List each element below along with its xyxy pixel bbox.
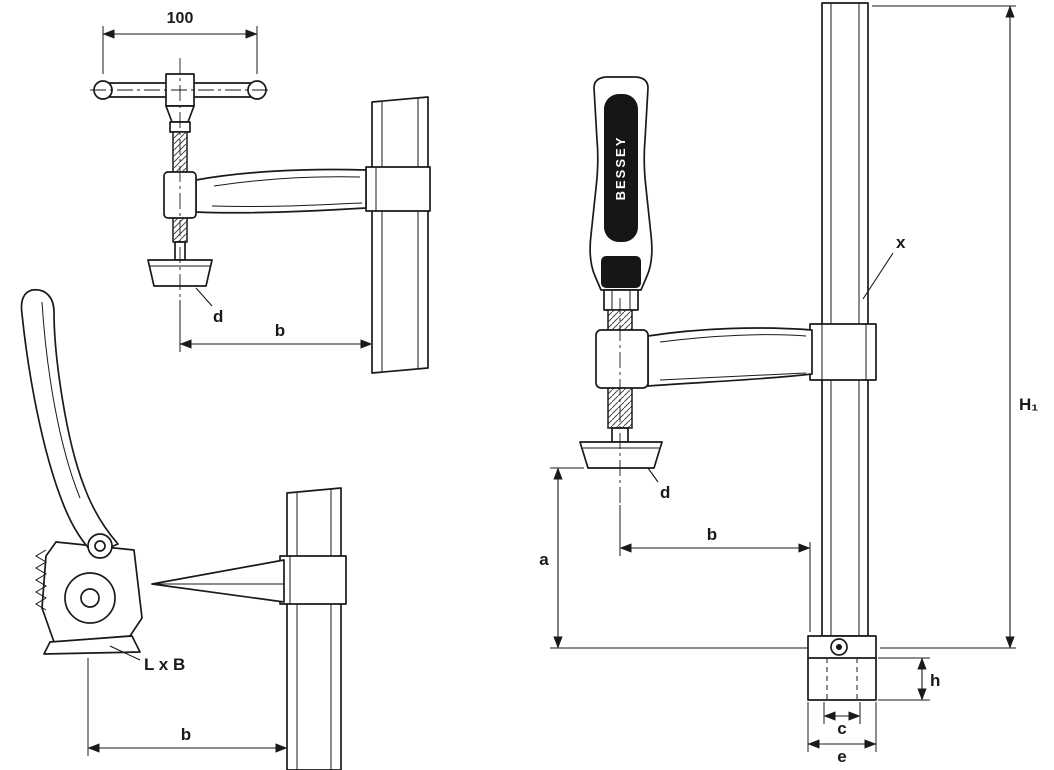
dimension-b-top: b — [179, 300, 373, 352]
dimension-100: 100 — [102, 10, 258, 74]
dim-label-a: a — [539, 550, 549, 569]
dimension-c: c — [823, 702, 861, 738]
pad-size-label: L x B — [109, 645, 185, 674]
clamp-arm — [163, 166, 431, 219]
dimension-h: h — [878, 657, 940, 701]
lever-handle — [20, 288, 119, 555]
dimension-b-bottom: b — [87, 658, 288, 756]
handle-brand-panel — [604, 94, 638, 242]
spindle — [595, 309, 649, 429]
swivel-pad — [147, 259, 213, 287]
dim-label-lxb: L x B — [144, 655, 185, 674]
dim-label-b: b — [275, 321, 285, 340]
dimension-e: e — [807, 702, 877, 766]
pad-label-d: d — [647, 467, 670, 502]
rail-end-fixture — [807, 635, 877, 701]
dimension-a: a — [539, 467, 808, 649]
bessey-handle: BESSEY — [589, 76, 653, 311]
dimension-b-right: b — [619, 505, 811, 632]
dim-label-e: e — [837, 747, 846, 766]
dim-label-b: b — [707, 525, 717, 544]
dim-label-h: h — [930, 671, 940, 690]
clamp-arm — [151, 555, 347, 605]
t-handle-clamp-view: 100 d b — [90, 10, 431, 374]
profile-rail — [821, 2, 869, 637]
pad-label-d: d — [195, 287, 223, 326]
profile-rail — [286, 487, 342, 770]
dim-label-d: d — [660, 483, 670, 502]
clamp-arm — [647, 323, 877, 387]
dim-label-h1: H₁ — [1019, 395, 1038, 414]
dim-label-100: 100 — [167, 10, 194, 27]
dim-label-d: d — [213, 307, 223, 326]
dimension-h1: H₁ — [872, 5, 1038, 649]
rail-label-x: x — [862, 233, 906, 300]
dim-label-c: c — [837, 719, 846, 738]
dim-label-b: b — [181, 725, 191, 744]
swivel-pad — [579, 427, 663, 469]
pivot-mechanism — [43, 533, 141, 655]
brand-logo-text: BESSEY — [613, 136, 628, 201]
lever-clamp-view: L x B b — [20, 288, 347, 770]
dim-label-x: x — [896, 233, 906, 252]
bessey-clamp-view: BESSEY x — [539, 2, 1038, 766]
profile-rail — [371, 96, 429, 374]
